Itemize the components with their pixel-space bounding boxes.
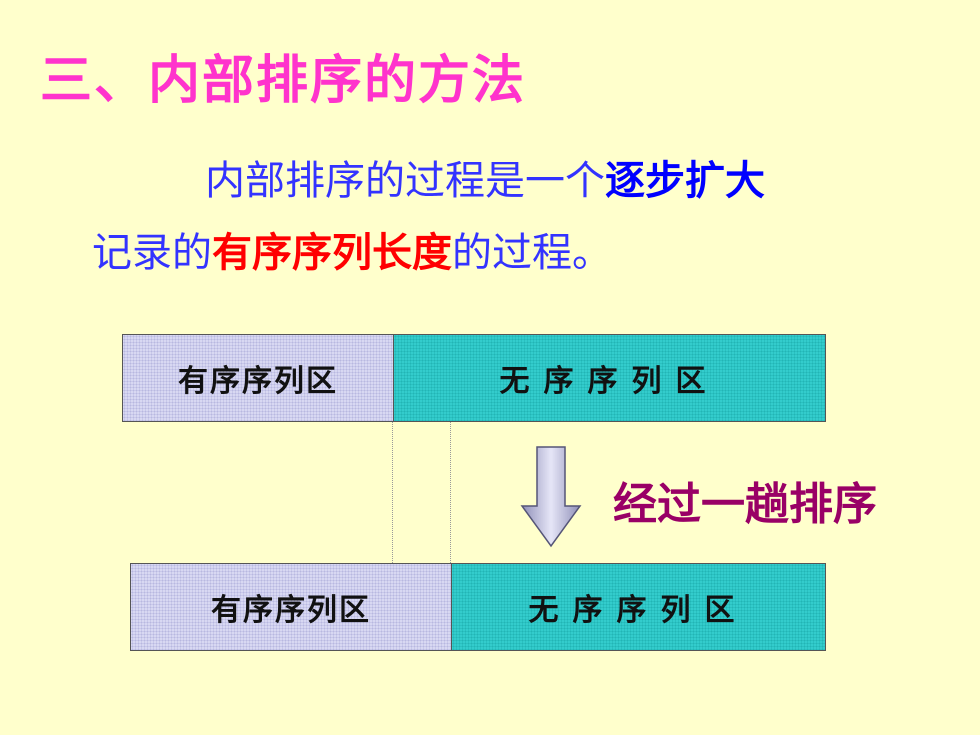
paragraph-line-2: 记录的有序序列长度的过程。 — [92, 220, 612, 278]
highlight-ordered-sequence-length: 有序序列长度 — [212, 229, 452, 276]
unsorted-region: 无序序列区 — [393, 335, 825, 421]
top-sequence-bar: 有序序列区 无序序列区 — [122, 334, 826, 422]
paragraph-line-1: 内部排序的过程是一个逐步扩大 — [205, 148, 765, 206]
sorted-region: 有序序列区 — [131, 564, 451, 650]
paragraph-text: 的过程。 — [452, 230, 612, 276]
unsorted-region: 无序序列区 — [451, 564, 825, 650]
sorted-region: 有序序列区 — [123, 335, 393, 421]
highlight-gradually-expand: 逐步扩大 — [605, 157, 765, 204]
boundary-guide-line — [450, 422, 451, 563]
paragraph-text: 记录的 — [92, 230, 212, 276]
bottom-sequence-bar: 有序序列区 无序序列区 — [130, 563, 826, 651]
slide-title: 三、内部排序的方法 — [40, 50, 527, 111]
arrow-label: 经过一趟排序 — [613, 479, 877, 530]
boundary-guide-line — [392, 422, 393, 563]
paragraph-text: 内部排序的过程是一个 — [205, 158, 605, 204]
down-arrow-icon — [520, 446, 582, 548]
